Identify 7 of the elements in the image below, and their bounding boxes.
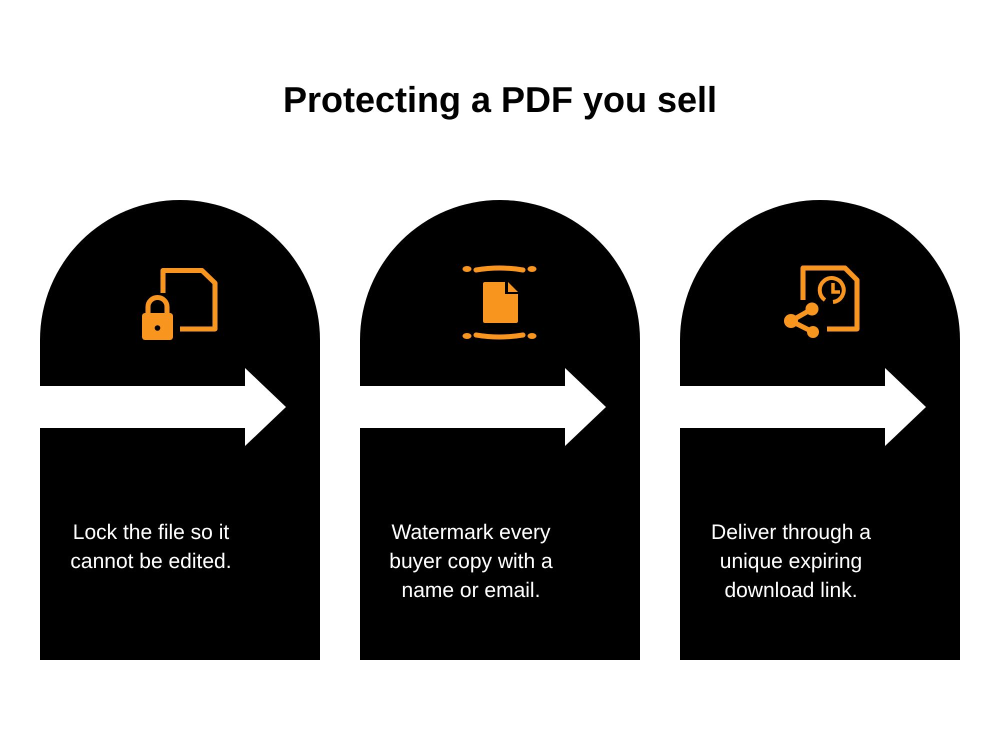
arch-panel xyxy=(40,200,320,660)
step-description: Lock the file so it cannot be edited. xyxy=(69,520,233,575)
step-description: Deliver through a unique expiring download link. xyxy=(710,520,872,604)
step-description: Watermark every buyer copy with a name or email. xyxy=(388,520,554,604)
arch-panel xyxy=(680,200,960,660)
title: Protecting a PDF you sell xyxy=(282,78,718,122)
arch-panel xyxy=(360,200,640,660)
